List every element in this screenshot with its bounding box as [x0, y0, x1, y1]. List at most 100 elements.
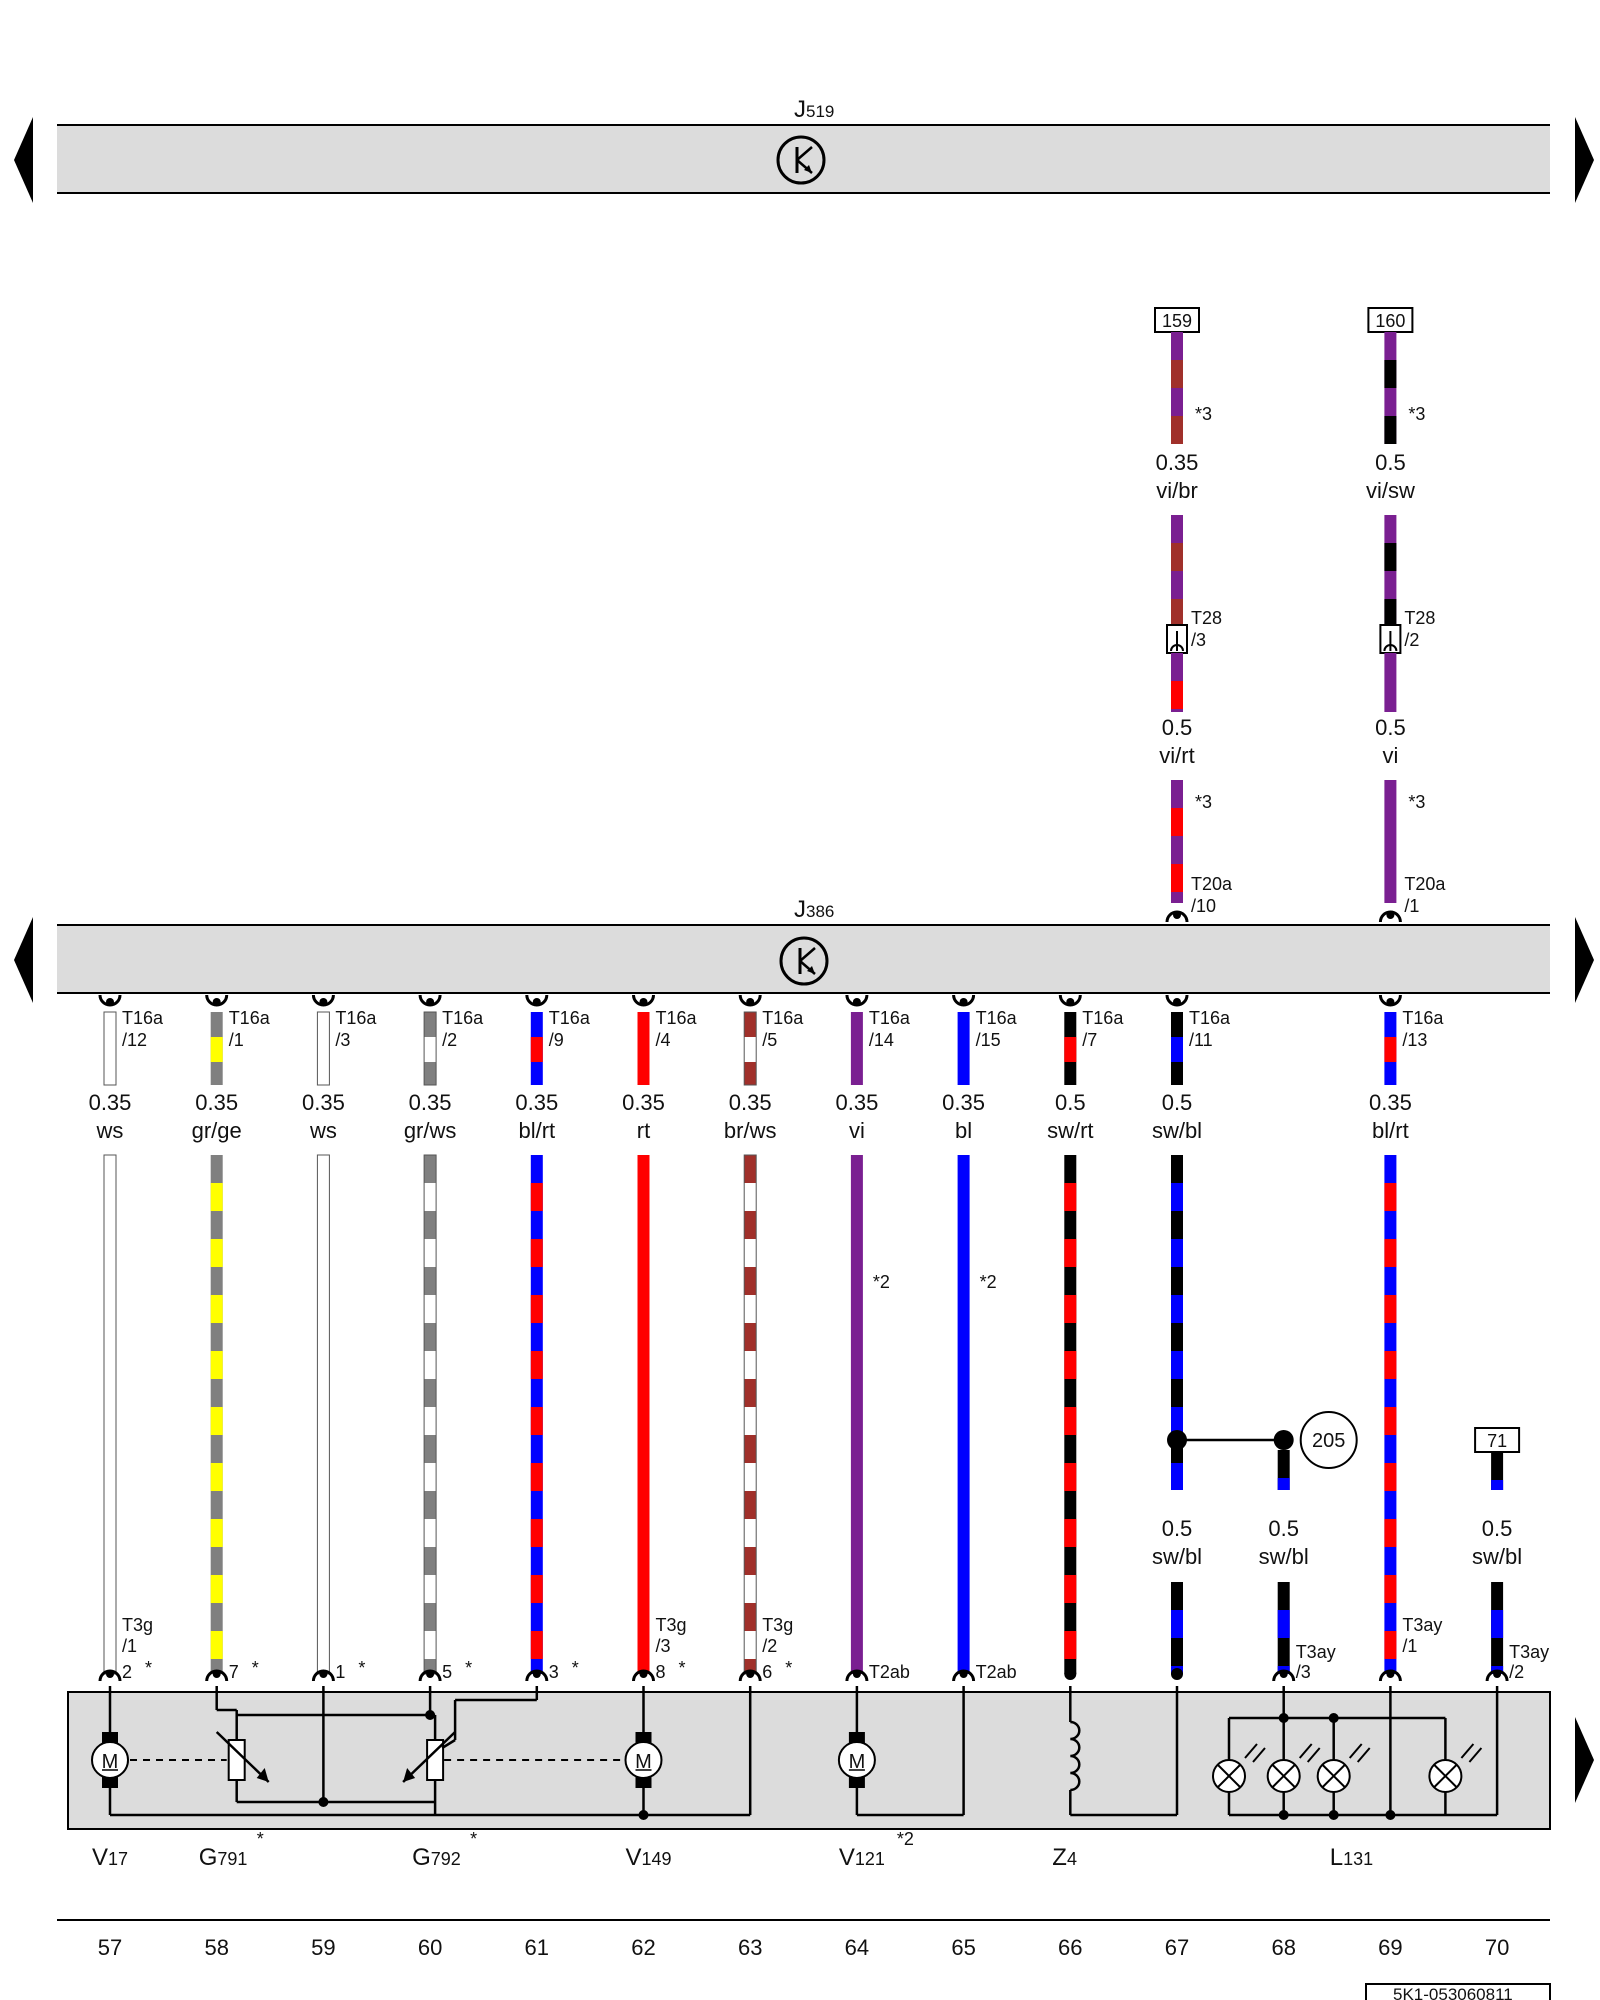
splice-dot: [638, 1810, 649, 1820]
connector-pin: /3: [656, 1636, 671, 1656]
wire-segment-stripe: [530, 1463, 543, 1491]
connector-terminal-pin: [1066, 998, 1075, 1006]
wire-segment-stripe: [210, 1239, 223, 1267]
component-lead: [441, 1738, 456, 1750]
lamp-light-ray: [1356, 1747, 1371, 1763]
wire-color: gr/ws: [404, 1118, 457, 1143]
wire-segment-stripe: [1171, 599, 1183, 625]
wire-segment-stripe: [530, 1037, 543, 1062]
wire-segment-stripe: [424, 1519, 437, 1547]
wire-segment: [743, 1154, 757, 1675]
wire-layer: 159*30.35vi/brT28/30.5vi/rt*3T20a/10160*…: [89, 307, 1549, 1960]
wire-segment-stripe: [1171, 1351, 1183, 1379]
wire-segment: [1384, 332, 1397, 444]
component-label: G791: [199, 1844, 248, 1871]
wire-segment-stripe: [1171, 1239, 1183, 1267]
connector-id: T16a: [229, 1008, 271, 1028]
wire-segment-stripe: [1171, 360, 1183, 388]
wire-segment-stripe: [530, 1519, 543, 1547]
wire-color: vi/br: [1156, 478, 1198, 503]
splice-dot: [1171, 1668, 1183, 1680]
connector-terminal-pin: [959, 998, 968, 1006]
wire-size: 0.35: [729, 1090, 772, 1115]
wire-segment-stripe: [1064, 1351, 1077, 1379]
wire-segment-body: [637, 1155, 650, 1674]
connector-id: T3g: [762, 1615, 793, 1635]
wire-segment-stripe: [530, 1575, 543, 1603]
wire-color: ws: [96, 1118, 124, 1143]
connector-terminal-pin: [639, 998, 648, 1006]
connector-pin: /1: [1402, 1636, 1417, 1656]
wire-segment-stripe: [744, 1631, 757, 1659]
lamp-light-ray: [1460, 1743, 1475, 1759]
wire-segment: [210, 1155, 223, 1674]
wire-segment-stripe: [1171, 416, 1183, 444]
motor-icon-letter: M: [102, 1751, 119, 1773]
wire-segment-stripe: [1384, 1037, 1397, 1062]
component-number: 149: [642, 1849, 672, 1869]
lamp-light-ray: [1306, 1747, 1321, 1763]
wire-color: gr/ge: [192, 1118, 242, 1143]
footnote-marker: *: [145, 1658, 152, 1678]
footnote-marker: *: [358, 1658, 365, 1678]
footnote-marker: *: [679, 1658, 686, 1678]
connector-pin: /4: [656, 1030, 671, 1050]
wire-segment: [423, 1154, 437, 1675]
footnote-marker: *2: [873, 1272, 890, 1292]
connector-terminal-pin: [532, 998, 541, 1006]
component-label: G792: [412, 1844, 461, 1871]
wire-segment-stripe: [744, 1519, 757, 1547]
wire-segment-stripe: [530, 1183, 543, 1211]
component-label: Z4: [1052, 1844, 1077, 1871]
wire-size: 0.35: [89, 1090, 132, 1115]
connector-id: T16a: [762, 1008, 804, 1028]
footnote-marker: *2: [980, 1272, 997, 1292]
wire-size: 0.5: [1375, 450, 1406, 475]
wire-segment: [210, 1012, 223, 1085]
wire-segment-stripe: [744, 1183, 757, 1211]
wire-size: 0.35: [1156, 450, 1199, 475]
connector-pin: /3: [1191, 630, 1206, 650]
wire-segment-stripe: [744, 1575, 757, 1603]
wire-segment-stripe: [530, 1407, 543, 1435]
wire-segment: [1171, 1012, 1183, 1085]
connector-id: T28: [1191, 608, 1222, 628]
module-j519-label: J519: [794, 96, 834, 123]
wire-segment: [530, 1012, 543, 1085]
wire-segment-stripe: [1384, 1407, 1397, 1435]
wire-segment-body: [1384, 780, 1397, 903]
connector-terminal-pin: [106, 998, 114, 1006]
wire-segment-stripe: [1384, 1519, 1397, 1547]
wire-segment: [1491, 1582, 1504, 1674]
connector-id: T20a: [1404, 874, 1446, 894]
wire-segment-stripe: [1171, 543, 1183, 571]
wire-segment-stripe: [1171, 1183, 1183, 1211]
connector-terminal-pin: [319, 998, 328, 1006]
wire-size: 0.35: [302, 1090, 345, 1115]
wire-color: vi: [1382, 743, 1398, 768]
wire-color: sw/rt: [1047, 1118, 1093, 1143]
wire-color: ws: [309, 1118, 337, 1143]
component-label: V121: [839, 1844, 885, 1871]
wire-segment-stripe: [530, 1351, 543, 1379]
wire-segment-body: [957, 1012, 970, 1085]
wire-segment-stripe: [1171, 1407, 1183, 1435]
wire-segment-stripe: [1064, 1407, 1077, 1435]
column-number: 57: [98, 1935, 122, 1960]
wire-segment-outline: [743, 1011, 757, 1086]
wire-segment-stripe: [1384, 599, 1397, 625]
wire-segment: [1171, 780, 1183, 903]
connector-pin-number: 5: [442, 1662, 452, 1682]
connector-pin: /1: [229, 1030, 244, 1050]
arrow-right-icon: [1575, 117, 1594, 203]
footnote-marker: *: [257, 1829, 264, 1849]
component-letter: Z: [1052, 1844, 1067, 1871]
column-number: 61: [525, 1935, 549, 1960]
wire-size: 0.5: [1162, 1090, 1193, 1115]
connector-id: T20a: [1191, 874, 1233, 894]
lamp-light-ray: [1468, 1747, 1483, 1763]
wire-segment-stripe: [1064, 1183, 1077, 1211]
wire-segment-stripe: [1384, 1463, 1397, 1491]
wire-segment: [1064, 1155, 1077, 1674]
wire-segment-stripe: [1171, 681, 1183, 709]
